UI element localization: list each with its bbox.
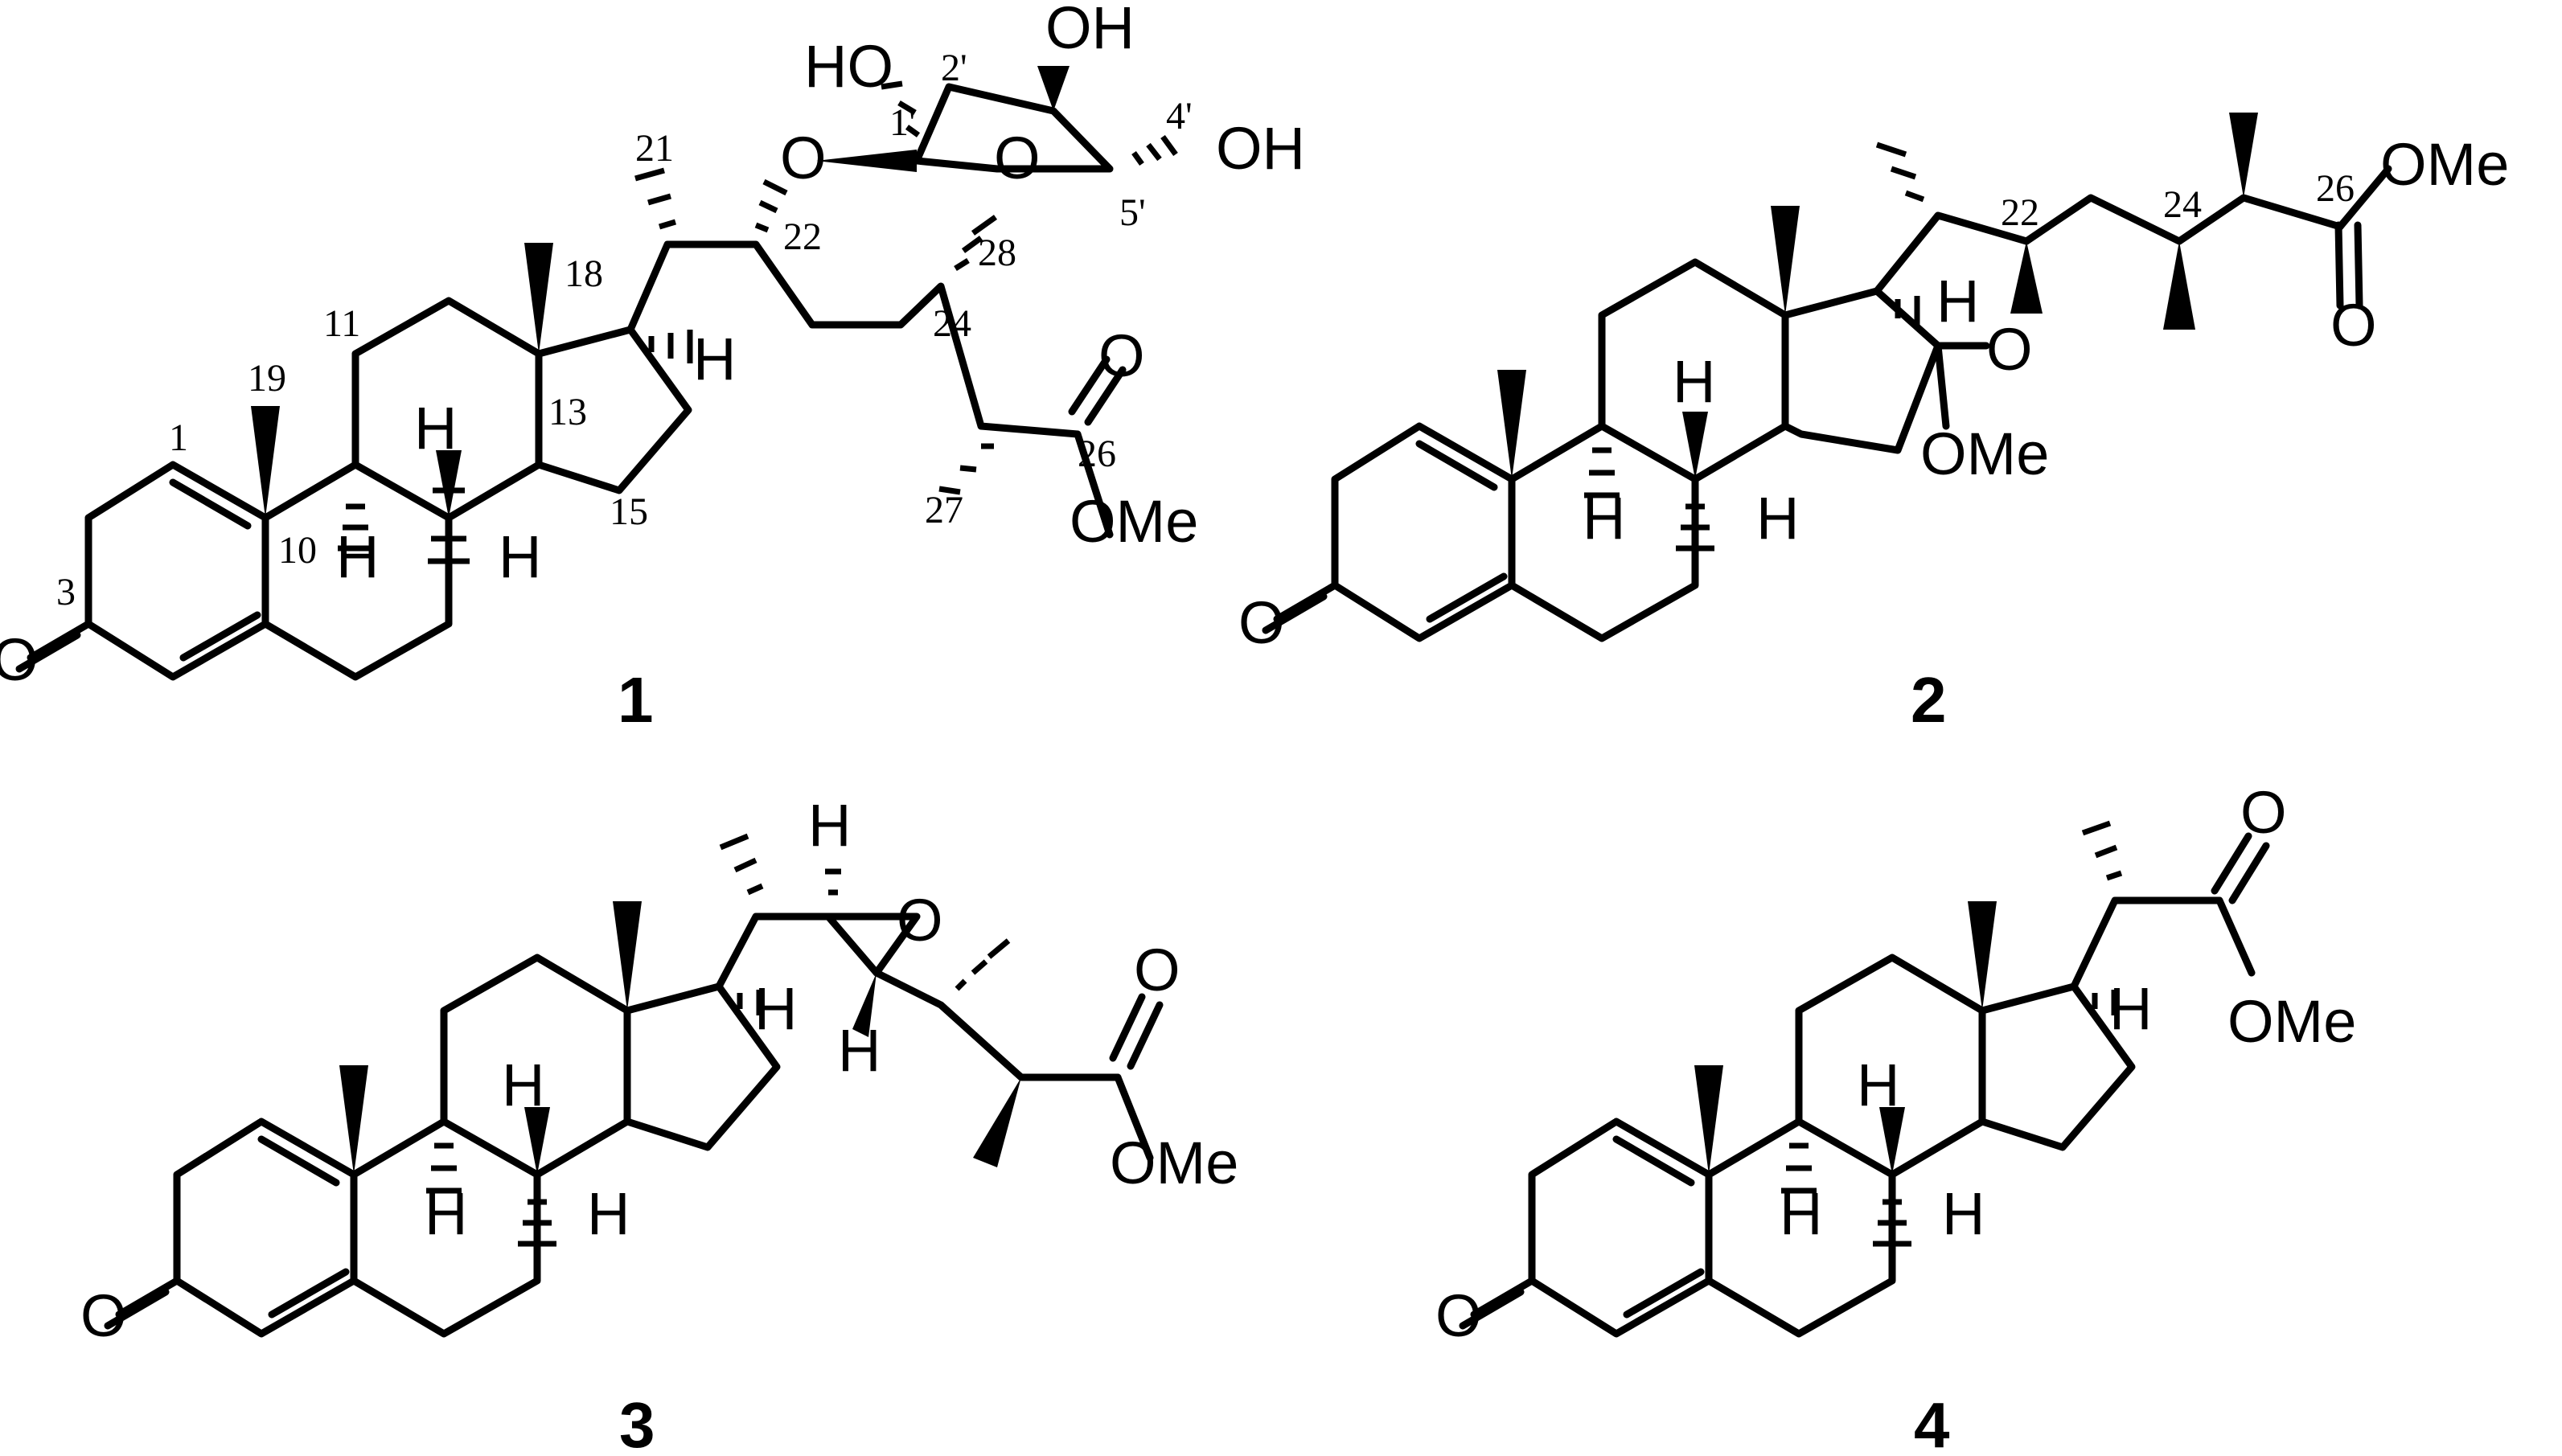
c1-locant-11: 11	[323, 302, 360, 345]
c3-atom-O3: O	[80, 1282, 127, 1349]
compound-4-structure: O H H H H O OMe 4	[1435, 779, 2356, 1456]
compound-2-locants: 22 24 26	[2001, 167, 2355, 234]
c2-atom-O-ring: O	[1986, 316, 2033, 383]
c3-atom-H23: H	[838, 1017, 881, 1084]
compound-4-number: 4	[1914, 1389, 1950, 1456]
compound-2-bonds	[1262, 165, 2392, 642]
c1-atom-O3: O	[0, 626, 39, 693]
c1-atom-OMe: OMe	[1070, 488, 1198, 555]
compound-1-structure: O H H H H O O HO OH OH O OMe 1 3 10 11 1…	[0, 0, 1305, 736]
c3-atom-H8: H	[502, 1052, 544, 1118]
c3-atom-OMe: OMe	[1110, 1130, 1238, 1196]
c4-atom-H17: H	[2109, 975, 2152, 1042]
c1-atom-O22: O	[780, 125, 827, 191]
c2-atom-O-carbonyl: O	[2330, 292, 2377, 359]
c3-atom-O-carbonyl: O	[1134, 937, 1180, 1003]
c1-locant-15: 15	[610, 490, 648, 533]
c4-atom-H14: H	[1942, 1180, 1985, 1247]
compound-1-stereo	[251, 66, 1178, 564]
c1-locant-4p: 4'	[1166, 95, 1193, 137]
c4-atom-O3: O	[1435, 1282, 1482, 1349]
c2-atom-OMe-acetal: OMe	[1920, 420, 2049, 487]
c1-locant-28: 28	[978, 232, 1016, 274]
c3-atom-H9: H	[425, 1180, 467, 1247]
c2-locant-24: 24	[2163, 183, 2202, 226]
c1-locant-22: 22	[783, 215, 822, 258]
c1-locant-21: 21	[635, 127, 674, 170]
c1-locant-13: 13	[548, 391, 587, 433]
compound-1-number: 1	[618, 664, 654, 736]
c3-atom-H17: H	[754, 975, 797, 1042]
c2-atom-H8: H	[1673, 348, 1715, 415]
c1-locant-3: 3	[56, 571, 76, 613]
compound-3-bonds	[104, 913, 1164, 1338]
compound-3-structure: O H H H H H H O O OMe 3	[80, 792, 1238, 1456]
compound-1-bonds	[15, 83, 1127, 681]
compound-3-stereo	[339, 833, 1021, 1247]
c2-atom-H17: H	[1936, 268, 1979, 334]
c1-atom-H14: H	[499, 523, 541, 590]
c4-atom-O-carbonyl: O	[2240, 779, 2287, 846]
compound-2-atom-labels: O H H H H O OMe O OMe	[1238, 131, 2509, 656]
c3-atom-H14: H	[587, 1180, 630, 1247]
c1-locant-18: 18	[565, 252, 603, 295]
c1-atom-O-ring: O	[994, 125, 1041, 191]
c1-atom-OH4: OH	[1216, 115, 1305, 182]
c4-atom-OMe: OMe	[2227, 988, 2356, 1055]
c4-atom-H9: H	[1780, 1180, 1822, 1247]
c2-atom-H9: H	[1583, 485, 1625, 552]
c1-locant-1: 1	[169, 416, 188, 459]
compound-2-structure: O H H H H O OMe O OMe 22 24 26 2	[1238, 113, 2509, 736]
c1-locant-27: 27	[925, 489, 963, 531]
c2-atom-H14: H	[1756, 485, 1799, 552]
c2-locant-26: 26	[2316, 167, 2355, 210]
compound-4-atom-labels: O H H H H O OMe	[1435, 779, 2356, 1349]
c1-atom-HO2: HO	[804, 33, 893, 100]
c1-locant-10: 10	[278, 529, 317, 572]
c3-atom-H22: H	[808, 792, 851, 859]
c1-atom-H17: H	[693, 326, 736, 392]
compound-3-number: 3	[619, 1389, 655, 1456]
c4-atom-H8: H	[1857, 1052, 1899, 1118]
c1-locant-2p: 2'	[941, 47, 967, 89]
c1-locant-1p: 1'	[889, 101, 916, 144]
c2-locant-22: 22	[2001, 191, 2039, 234]
compound-2-number: 2	[1911, 664, 1947, 736]
compound-2-stereo	[1497, 113, 2258, 552]
compound-1-locants: 1 3 10 11 13 15 18 19 21 22 24 26 27 28 …	[56, 47, 1193, 613]
c1-locant-24: 24	[933, 302, 971, 345]
c1-locant-19: 19	[248, 357, 286, 400]
compound-4-stereo	[1694, 820, 2123, 1247]
compound-3-atom-labels: O H H H H H H O O OMe	[80, 792, 1238, 1349]
c2-atom-O3: O	[1238, 589, 1285, 656]
c1-locant-5p: 5'	[1119, 191, 1146, 234]
compound-4-bonds	[1459, 832, 2270, 1338]
c1-atom-O-carbonyl: O	[1098, 322, 1145, 389]
c1-locant-26: 26	[1078, 433, 1116, 475]
c2-atom-OMe: OMe	[2380, 131, 2509, 198]
c1-atom-H9: H	[336, 523, 379, 590]
c1-atom-H8: H	[414, 395, 457, 461]
c1-atom-OH3: OH	[1045, 0, 1135, 61]
c3-atom-O-epoxide: O	[897, 887, 943, 954]
compound-1-atom-labels: O H H H H O O HO OH OH O OMe	[0, 0, 1305, 693]
